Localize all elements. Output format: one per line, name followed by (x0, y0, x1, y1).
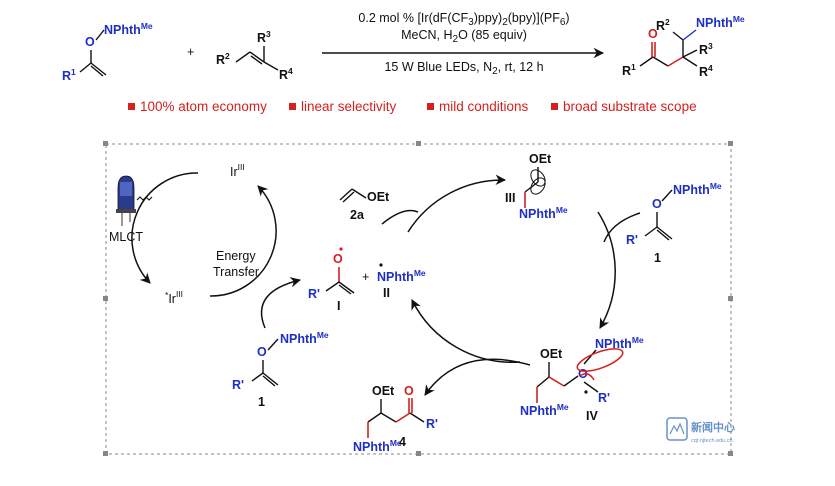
product4-rprime: R' (426, 417, 438, 431)
compound-1-label-right: 1 (654, 251, 661, 265)
product4-oet: OEt (372, 384, 395, 398)
radical-I-label: I (337, 299, 340, 313)
radical-IV-npht-top: NPhthMe (595, 335, 644, 351)
news-center-watermark: 新闻中心 cqt.njtech.edu.cn (666, 417, 735, 444)
product-4: OEt NPhthMe O R' 4 (353, 384, 438, 454)
highlight-mild-conditions: mild conditions (439, 99, 529, 114)
2a-entry-arrow (381, 209, 419, 225)
compound-2a: OEt 2a (339, 188, 390, 222)
energy-transfer-arrow (260, 277, 302, 329)
main-cycle-arrow-bottom (411, 299, 521, 364)
radical-II-npht: NPhthMe (377, 268, 426, 284)
reactant-1-structure: NPhthMe O R1 (62, 21, 153, 83)
radical-II-label: II (383, 286, 390, 300)
conditions-catalyst: 0.2 mol % [Ir(dF(CF3)ppy)2(bpy)](PF6) (358, 11, 569, 28)
c1r-oxygen: O (652, 197, 662, 211)
radical-plus: + (362, 270, 369, 284)
radical-I-oxygen: O (333, 252, 343, 266)
radical-IV: OEt NPhthMe O NPhthMe R' IV (520, 335, 644, 423)
radical-I-rprime: R' (308, 287, 320, 301)
radical-I: O R' I (308, 247, 355, 313)
reactant1-r1: R1 (62, 67, 76, 83)
transfer-label: Transfer (213, 265, 259, 279)
radical-IV-npht: NPhthMe (520, 402, 569, 418)
frame-handles (103, 141, 733, 456)
mlct-label: MLCT (109, 230, 143, 244)
product-npht: NPhthMe (696, 14, 745, 30)
plus-sign: + (187, 45, 194, 59)
mechanism-frame (105, 143, 732, 455)
cycle-arrow-left (131, 172, 199, 284)
product-release-arrow (424, 358, 531, 396)
product-oxygen: O (648, 27, 658, 41)
reactant1-oxygen: O (85, 35, 95, 49)
product4-oxygen: O (404, 384, 414, 398)
radical-III-oet: OEt (529, 152, 552, 166)
radical-II: NPhthMe II (377, 263, 426, 300)
watermark-cn: 新闻中心 (691, 420, 735, 434)
product-r1: R1 (622, 62, 636, 78)
radical-III-npht: NPhthMe (519, 205, 568, 221)
reactant2-r2: R2 (216, 51, 230, 67)
conditions-light: 15 W Blue LEDs, N2, rt, 12 h (384, 60, 543, 77)
radical-IV-rprime: R' (598, 391, 610, 405)
radical-IV-label: IV (586, 409, 598, 423)
radical-III-label: III (505, 191, 515, 205)
highlight-substrate-scope: broad substrate scope (563, 99, 697, 114)
ir-top-label: IrIII (230, 162, 245, 179)
reactant-2-structure: R2 R3 R4 (216, 29, 293, 82)
reactant2-r4: R4 (279, 66, 293, 82)
ir-excited-label: *IrIII (165, 289, 183, 306)
compound-2a-label: 2a (350, 208, 365, 222)
reactant1-npht: NPhthMe (104, 21, 153, 37)
1-entry-arrow (603, 212, 641, 243)
main-cycle-arrow-right (597, 211, 616, 329)
highlights-row: 100% atom economy linear selectivity mil… (128, 99, 697, 114)
radical-III: OEt III NPhthMe (505, 152, 568, 221)
watermark-url: cqt.njtech.edu.cn (691, 438, 733, 444)
c1-npht: NPhthMe (280, 330, 329, 346)
product-r4: R4 (699, 63, 713, 79)
blue-led-icon (116, 175, 153, 226)
2a-oet: OEt (367, 190, 390, 204)
product-structure: O R1 R2 NPhthMe R3 R4 (622, 14, 745, 79)
product-r2: R2 (656, 17, 670, 33)
c1r-npht: NPhthMe (673, 181, 722, 197)
highlight-atom-economy: 100% atom economy (140, 99, 267, 114)
c1-oxygen: O (257, 345, 267, 359)
c1-rprime: R' (232, 378, 244, 392)
cycle-arrow-right (209, 185, 277, 297)
product-r3: R3 (699, 41, 713, 57)
compound-1-label-lower: 1 (258, 395, 265, 409)
energy-label: Energy (216, 249, 256, 263)
reactant2-r3: R3 (257, 29, 271, 45)
compound-1-right: NPhthMe O R' 1 (626, 181, 722, 265)
product-4-label: 4 (399, 435, 406, 449)
main-cycle-arrow-top (407, 174, 507, 233)
c1r-rprime: R' (626, 233, 638, 247)
radical-IV-oet: OEt (540, 347, 563, 361)
conditions-solvent: MeCN, H2O (85 equiv) (401, 28, 527, 45)
compound-1-lower: NPhthMe O R' 1 (232, 330, 329, 409)
highlight-linear-selectivity: linear selectivity (301, 99, 397, 114)
product4-npht: NPhthMe (353, 438, 402, 454)
